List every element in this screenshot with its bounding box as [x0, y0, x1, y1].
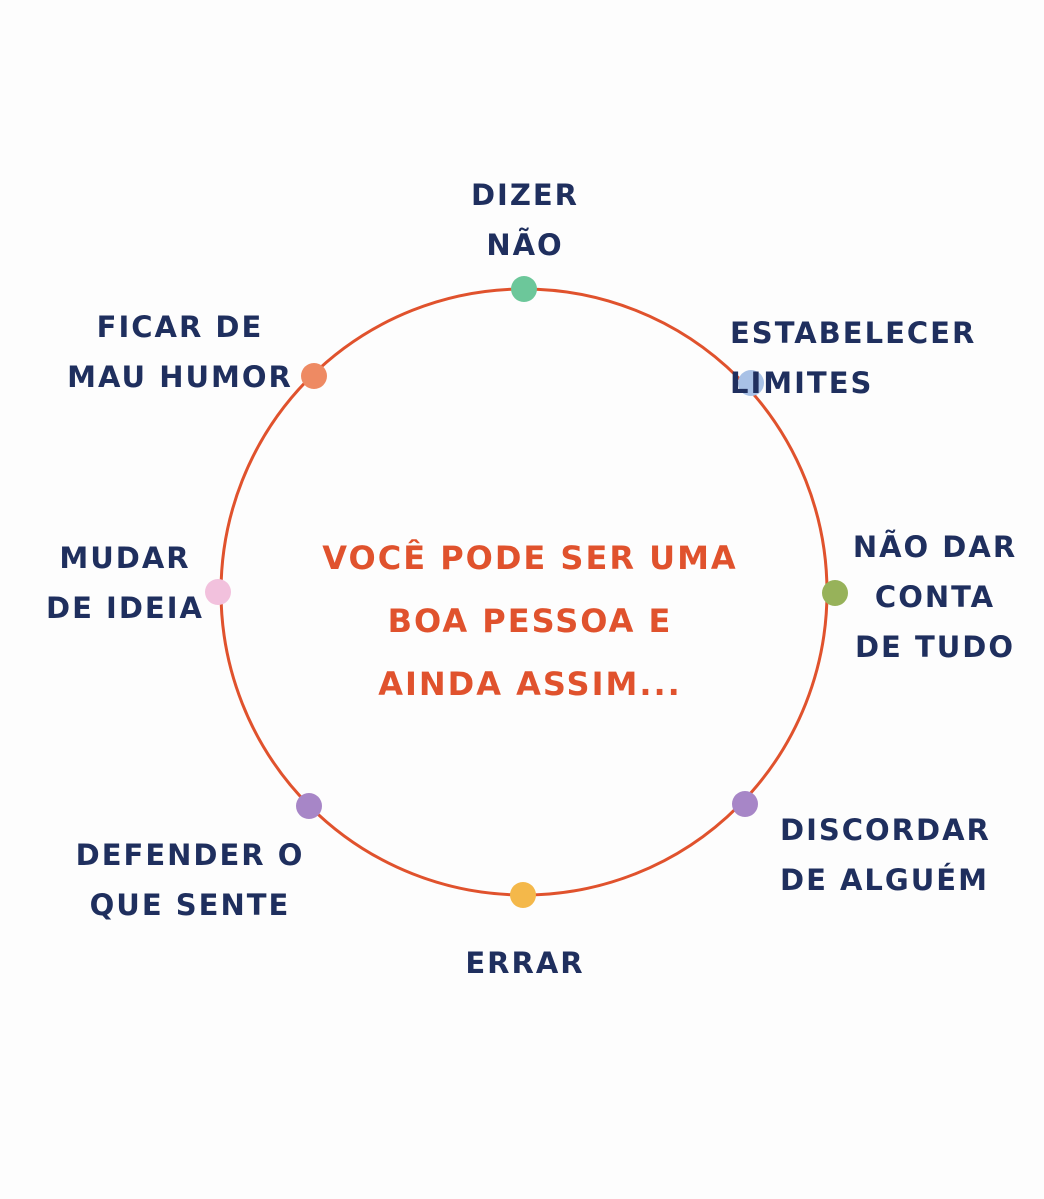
label-ficar-mau-humor: FICAR DE MAU HUMOR — [67, 310, 293, 394]
center-message: VOCÊ PODE SER UMA BOA PESSOA E AINDA ASS… — [322, 539, 738, 703]
label-defender: DEFENDER O QUE SENTE — [75, 838, 305, 922]
node-dot-discordar — [732, 791, 758, 817]
label-discordar: DISCORDAR DE ALGUÉM — [780, 813, 991, 897]
node-dot-nao-dar-conta — [822, 580, 848, 606]
node-dot-defender — [296, 793, 322, 819]
node-dot-dizer-nao — [511, 276, 537, 302]
node-dot-errar — [510, 882, 536, 908]
node-dot-mudar-ideia — [205, 579, 231, 605]
label-nao-dar-conta: NÃO DAR CONTA DE TUDO — [852, 530, 1018, 664]
label-errar: ERRAR — [465, 946, 585, 980]
label-mudar-ideia: MUDAR DE IDEIA — [46, 541, 204, 625]
node-dot-ficar-mau-humor — [301, 363, 327, 389]
node-dot-estabelecer-limites — [738, 370, 764, 396]
label-estabelecer-limites: ESTABELECER LIMITES — [730, 316, 977, 400]
label-dizer-nao: DIZER NÃO — [470, 178, 580, 262]
